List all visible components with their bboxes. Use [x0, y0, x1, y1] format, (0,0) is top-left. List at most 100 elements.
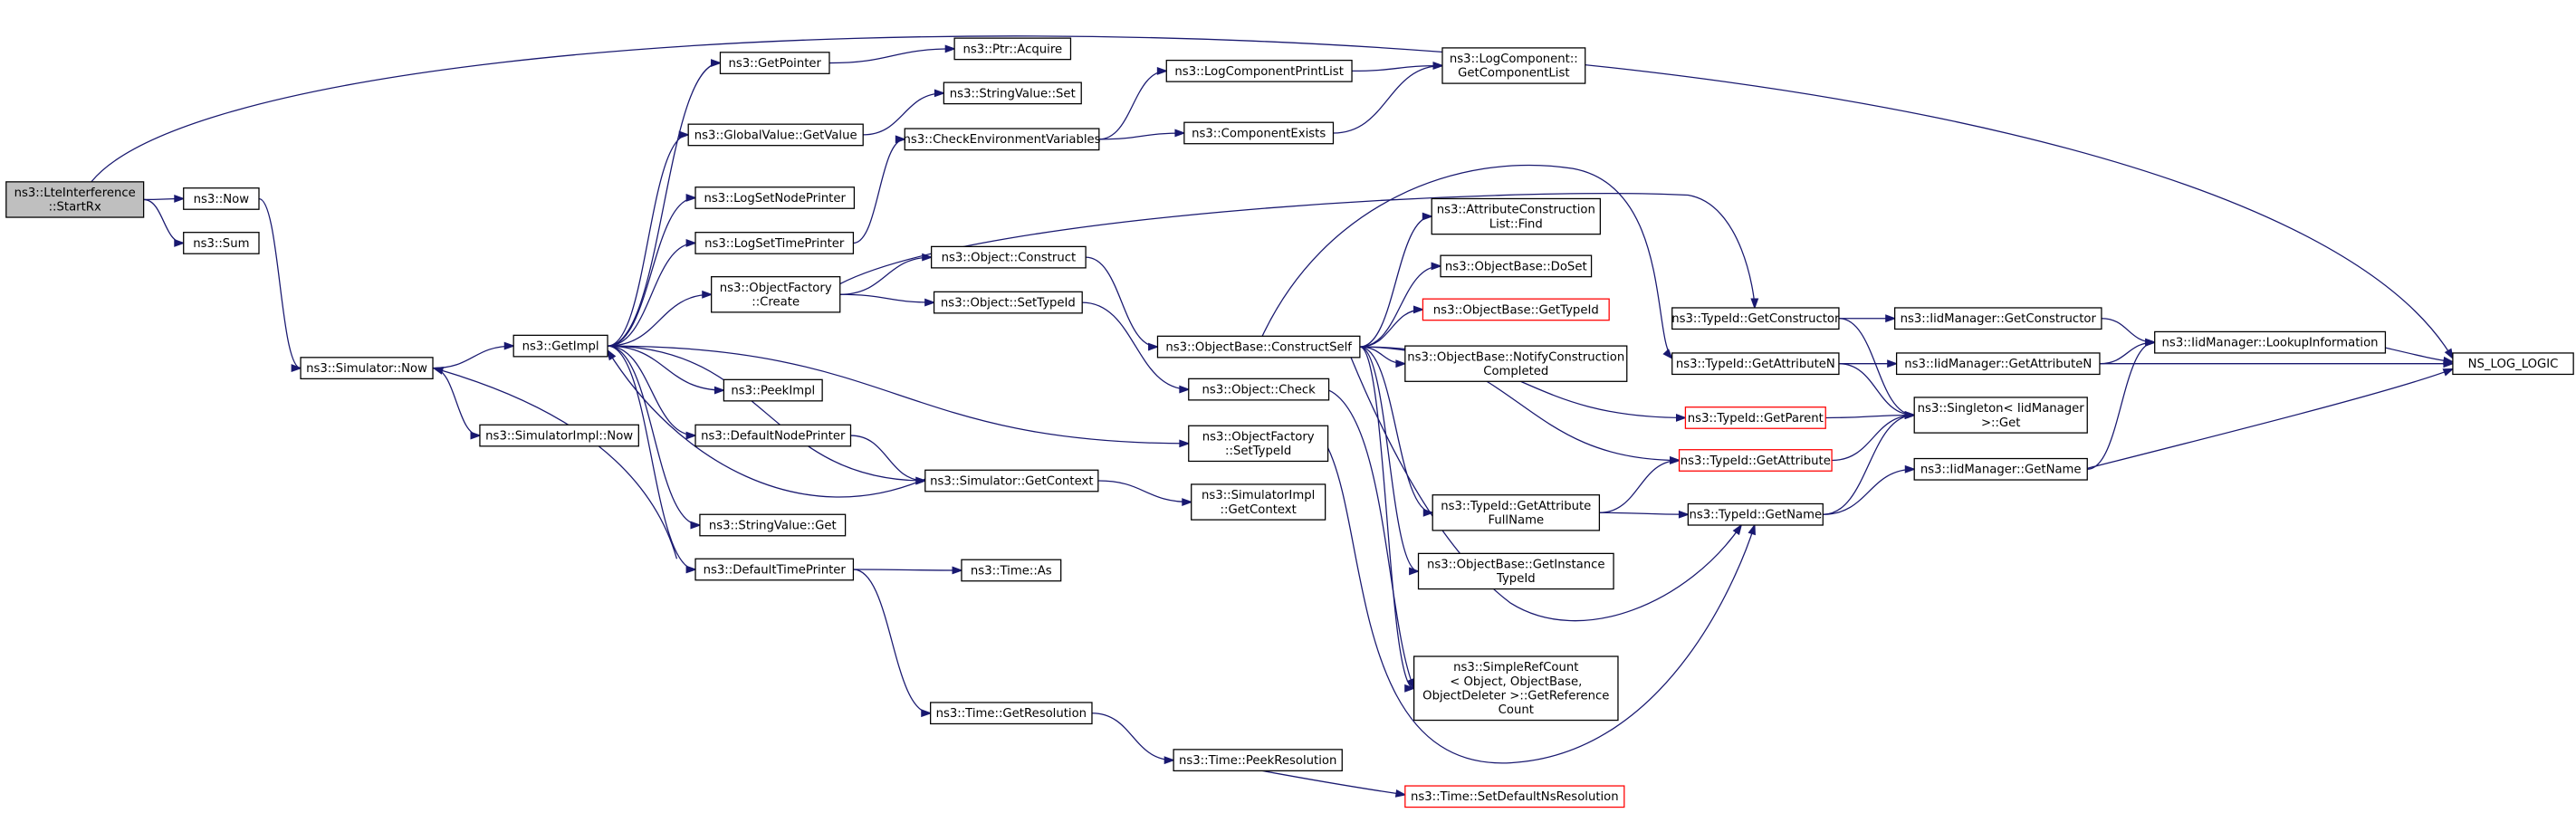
node-ob-notify[interactable]: ns3::ObjectBase::NotifyConstructionCompl…: [1404, 345, 1628, 382]
node-label: ns3::LogSetNodePrinter: [704, 192, 847, 206]
node-label: ns3::Time::As: [971, 564, 1052, 578]
edge-arrowhead: [921, 709, 933, 718]
node-box: [694, 558, 855, 581]
edge-logsettime-to-checkenv: [853, 135, 907, 244]
node-sv-set[interactable]: ns3::StringValue::Set: [943, 81, 1082, 105]
node-simimpl-getcontext[interactable]: ns3::SimulatorImpl::GetContext: [1191, 483, 1326, 521]
node-getpointer[interactable]: ns3::GetPointer: [719, 52, 830, 74]
node-gv-getvalue[interactable]: ns3::GlobalValue::GetValue: [687, 123, 864, 147]
edge-getpointer-to-ptr_acquire: [828, 44, 956, 64]
node-singleton-get[interactable]: ns3::Singleton< IidManager>::Get: [1913, 397, 2088, 434]
node-obj-check[interactable]: ns3::Object::Check: [1188, 378, 1330, 401]
node-iid-getattributen[interactable]: ns3::IidManager::GetAttributeN: [1895, 352, 2101, 376]
node-of-settypeid[interactable]: ns3::ObjectFactory::SetTypeId: [1188, 425, 1329, 463]
node-ns-log-logic[interactable]: NS_LOG_LOGIC: [2452, 352, 2574, 376]
node-time-getres[interactable]: ns3::Time::GetResolution: [930, 702, 1093, 725]
node-compexists[interactable]: ns3::ComponentExists: [1183, 121, 1335, 145]
edge-line: [1097, 480, 1192, 503]
node-simimpl-now[interactable]: ns3::SimulatorImpl::Now: [479, 424, 639, 447]
edge-arrowhead: [174, 239, 186, 247]
edge-arrowhead: [2442, 368, 2455, 377]
edge-line: [608, 345, 925, 482]
node-logsetnode[interactable]: ns3::LogSetNodePrinter: [694, 186, 856, 209]
node-iid-lookup[interactable]: ns3::IidManager::LookupInformation: [2154, 330, 2387, 354]
node-of-create[interactable]: ns3::ObjectFactory::Create: [711, 276, 841, 313]
edge-ob_constructself-to-ob_gettypeid: [1359, 305, 1425, 348]
node-logcompprintlist[interactable]: ns3::LogComponentPrintList: [1165, 59, 1353, 82]
node-obj-settypeid[interactable]: ns3::Object::SetTypeId: [933, 291, 1083, 314]
node-box: [1687, 502, 1824, 526]
edge-line: [608, 345, 724, 391]
node-peekimpl[interactable]: ns3::PeekImpl: [723, 378, 823, 402]
node-time-as[interactable]: ns3::Time::As: [961, 559, 1062, 582]
edge-line: [839, 193, 1756, 308]
node-ob-constructself[interactable]: ns3::ObjectBase::ConstructSelf: [1156, 335, 1361, 359]
node-box: [1183, 121, 1335, 145]
node-sv-get[interactable]: ns3::StringValue::Get: [699, 513, 847, 537]
node-box: [694, 424, 852, 447]
node-label: FullName: [1488, 514, 1544, 528]
edge-sim_now-to-getimpl: [433, 341, 516, 369]
node-tid-getconstructor[interactable]: ns3::TypeId::GetConstructor: [1671, 307, 1840, 330]
edge-line: [1359, 215, 1432, 348]
node-src-getrefcount[interactable]: ns3::SimpleRefCount< Object, ObjectBase,…: [1412, 655, 1619, 722]
node-obj-construct[interactable]: ns3::Object::Construct: [931, 245, 1087, 269]
node-label: NS_LOG_LOGIC: [2468, 358, 2559, 371]
edge-ob_constructself-to-tid_getattributen: [1261, 164, 1673, 360]
node-box: [1671, 352, 1840, 376]
node-tid-getattributen[interactable]: ns3::TypeId::GetAttributeN: [1671, 352, 1840, 376]
node-ptr-acquire[interactable]: ns3::Ptr::Acquire: [953, 37, 1072, 61]
node-ob-gettypeid[interactable]: ns3::ObjectBase::GetTypeId: [1422, 298, 1610, 321]
edge-line: [608, 62, 721, 347]
node-time-peekres[interactable]: ns3::Time::PeekResolution: [1173, 749, 1343, 772]
edge-arrowhead: [2442, 356, 2455, 365]
edge-getimpl-to-of_settypeid: [608, 345, 1191, 448]
edge-getimpl-to-deftimeprinter: [608, 345, 697, 574]
node-sim-getcontext[interactable]: ns3::Simulator::GetContext: [924, 469, 1099, 493]
edge-arrowhead: [1422, 212, 1434, 221]
node-defnodeprinter[interactable]: ns3::DefaultNodePrinter: [694, 424, 852, 447]
node-label: ns3::DefaultNodePrinter: [701, 429, 846, 443]
edge-line: [433, 367, 678, 559]
node-deftimeprinter[interactable]: ns3::DefaultTimePrinter: [694, 558, 855, 581]
edge-getimpl-to-peekimpl: [608, 345, 726, 395]
node-label: ns3::GetImpl: [522, 340, 599, 354]
edge-line: [1261, 770, 1405, 796]
edge-iid_getname-to-iid_lookup: [2087, 338, 2157, 470]
node-logsettime[interactable]: ns3::LogSetTimePrinter: [694, 232, 855, 254]
node-tid-getname[interactable]: ns3::TypeId::GetName: [1687, 502, 1824, 526]
node-box: [1191, 483, 1326, 521]
edges-layer: [91, 35, 2455, 798]
node-label: ns3::ObjectFactory: [1202, 430, 1315, 444]
node-sim-now[interactable]: ns3::Simulator::Now: [300, 357, 434, 379]
node-tid-getparent[interactable]: ns3::TypeId::GetParent: [1684, 406, 1826, 429]
node-label: ns3::Object::SetTypeId: [941, 297, 1076, 311]
edge-line: [608, 345, 696, 436]
node-box: [2452, 352, 2574, 376]
node-tid-getattribute[interactable]: ns3::TypeId::GetAttribute: [1678, 449, 1833, 472]
node-label: ns3::LogSetTimePrinter: [704, 237, 845, 251]
node-box: [1440, 254, 1593, 278]
node-getimpl[interactable]: ns3::GetImpl: [512, 334, 608, 358]
edge-line: [143, 198, 184, 244]
edge-arrowhead: [1887, 359, 1899, 368]
node-label: ObjectDeleter >::GetReference: [1422, 690, 1609, 703]
edge-getimpl-to-gv_getvalue: [607, 130, 691, 347]
edge-line: [1359, 346, 1419, 572]
node-label: ns3::DefaultTimePrinter: [704, 563, 847, 577]
node-sum[interactable]: ns3::Sum: [183, 232, 260, 254]
node-iid-getconstructor[interactable]: ns3::IidManager::GetConstructor: [1894, 307, 2102, 330]
node-label: ns3::TypeId::GetAttribute: [1441, 500, 1591, 513]
node-logcomp-getlist[interactable]: ns3::LogComponent::GetComponentList: [1441, 47, 1586, 84]
node-ob-doset[interactable]: ns3::ObjectBase::DoSet: [1440, 254, 1593, 278]
node-time-setdefns[interactable]: ns3::Time::SetDefaultNsResolution: [1404, 785, 1625, 808]
node-iid-getname[interactable]: ns3::IidManager::GetName: [1913, 457, 2088, 481]
node-checkenv[interactable]: ns3::CheckEnvironmentVariables: [904, 128, 1101, 151]
edge-deftimeprinter-to-time_getres: [853, 569, 933, 718]
node-box: [687, 123, 864, 147]
node-now[interactable]: ns3::Now: [183, 187, 260, 210]
